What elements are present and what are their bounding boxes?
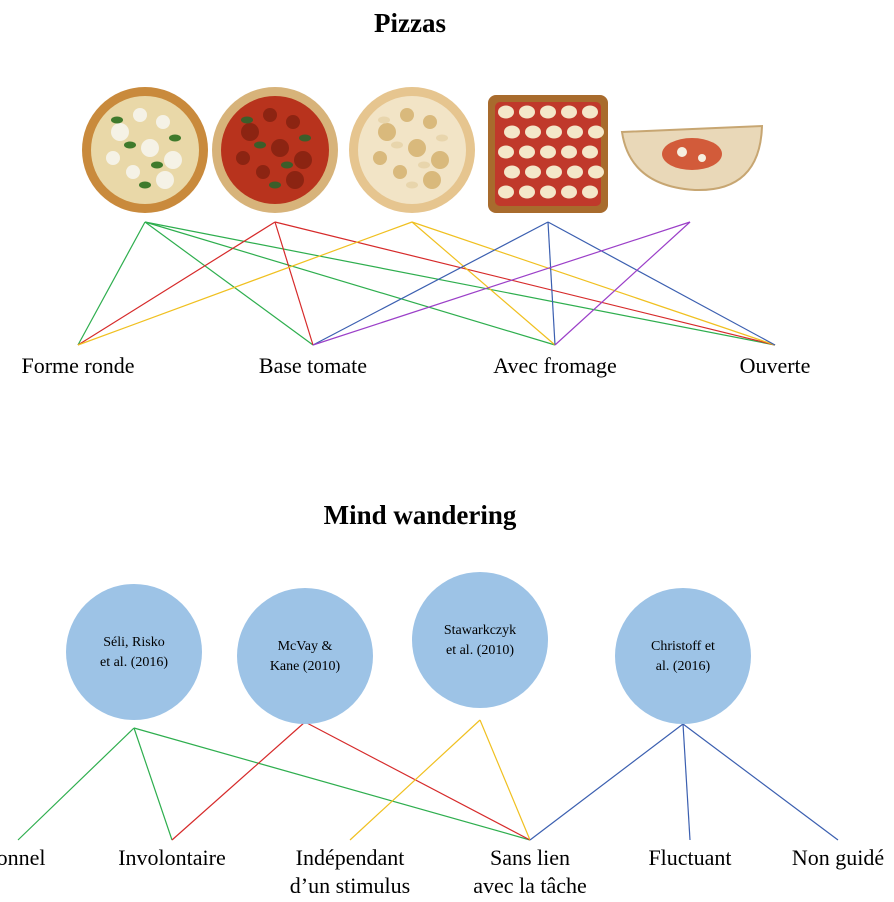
author-node-label: Séli, Risko [103, 635, 164, 650]
author-node-circle [615, 588, 751, 724]
calzone-image [620, 124, 764, 192]
pizza-link-line [144, 221, 776, 346]
pizza-feature-label: Ouverte [740, 353, 811, 378]
mind-link-line [529, 723, 684, 841]
marinara-pizza-image [212, 87, 338, 213]
author-node: McVay & Kane (2010) [237, 588, 373, 724]
author-node: Séli, Risko et al. (2016) [66, 584, 202, 720]
author-node-label: et al. (2016) [100, 655, 168, 670]
mind-feature-label: d’un stimulus [290, 873, 410, 898]
square-pizza-image [488, 95, 608, 213]
mind-link-line [17, 727, 135, 841]
pizza-link-line [144, 221, 314, 346]
author-node-label: Christoff et [651, 639, 715, 654]
mind-feature-label: Fluctuant [648, 845, 731, 870]
author-node: Stawarkczyk et al. (2010) [412, 572, 548, 708]
mind-feature-label: Indépendant [296, 845, 405, 870]
mind-link-line [682, 723, 691, 841]
author-node-label: et al. (2010) [446, 643, 514, 658]
author-node-label: McVay & [278, 639, 333, 654]
pizza-link-line [554, 221, 691, 346]
pizza-link-line [547, 221, 556, 346]
mind-link-line [171, 721, 306, 841]
pizza-link-line [274, 221, 314, 346]
author-node-circle [412, 572, 548, 708]
author-node-label: al. (2016) [656, 659, 711, 674]
mind-link-line [349, 719, 481, 841]
pizza-link-line [312, 221, 549, 346]
pizza-link-line [274, 221, 776, 346]
pizza-link-line [77, 221, 413, 346]
mind-link-line [479, 719, 531, 841]
pizza-feature-label: Avec fromage [493, 353, 617, 378]
pizza-link-line [411, 221, 556, 346]
pizza-link-line [312, 221, 691, 346]
mind-link-line [133, 727, 531, 841]
pizza-link-line [77, 221, 276, 346]
pizza-images [82, 87, 764, 213]
mind-link-line [682, 723, 839, 841]
pizza-link-line [144, 221, 556, 346]
pizza-feature-label: Base tomate [259, 353, 367, 378]
mind-feature-label: Non guidé [792, 845, 884, 870]
mind-feature-label: avec la tâche [473, 873, 587, 898]
mind-author-nodes: Séli, Risko et al. (2016) McVay & Kane (201… [66, 572, 751, 724]
margherita-pizza-image [82, 87, 208, 213]
author-node-circle [66, 584, 202, 720]
author-node: Christoff et al. (2016) [615, 588, 751, 724]
mind-link-line [133, 727, 173, 841]
pizzas-title: Pizzas [374, 8, 446, 38]
white-pizza-image [349, 87, 475, 213]
pizza-link-line [77, 221, 146, 346]
mind-feature-label: Sans lien [490, 845, 570, 870]
author-node-label: Kane (2010) [270, 659, 341, 674]
pizza-link-line [411, 221, 776, 346]
mind-link-line [304, 721, 531, 841]
pizza-feature-label: Forme ronde [21, 353, 134, 378]
mind-feature-label: ionnel [0, 845, 46, 870]
mind-links [17, 719, 839, 841]
author-node-circle [237, 588, 373, 724]
mind-feature-label: Involontaire [118, 845, 226, 870]
pizza-links [77, 221, 776, 346]
author-node-label: Stawarkczyk [444, 623, 516, 638]
pizza-link-line [547, 221, 776, 346]
mind-feature-labels: ionnel Involontaire Indépendant d’un stimul… [0, 845, 884, 898]
mind-wandering-title: Mind wandering [324, 500, 517, 530]
pizza-feature-labels: Forme ronde Base tomate Avec fromage Ouvert… [21, 353, 810, 378]
